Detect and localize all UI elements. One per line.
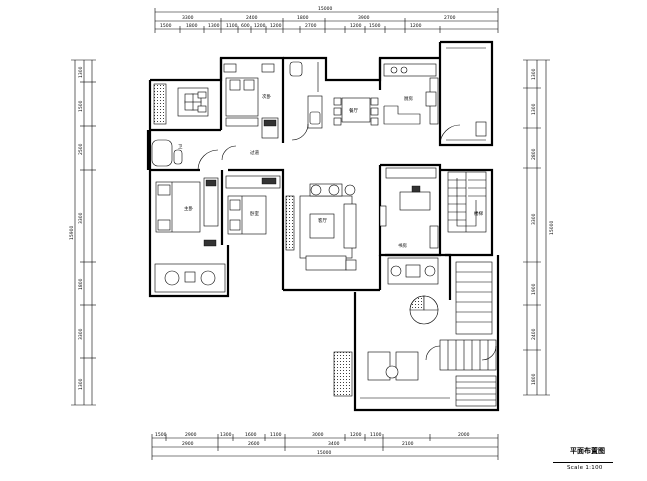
- bedroom-3-room: 卧室: [203, 175, 281, 247]
- left-dim: 3300: [78, 328, 84, 340]
- top-sub-dim: 1200: [350, 23, 362, 29]
- bath-room: 卫: [151, 139, 219, 171]
- bottom-sub-dim: 3400: [328, 441, 340, 447]
- left-dim: 1300: [78, 66, 84, 78]
- dining-room: 餐厅: [333, 97, 379, 126]
- master-bedroom-room: 主卧: [154, 177, 226, 293]
- walls: [146, 40, 500, 412]
- bottom-total-dim: 15000: [317, 450, 331, 456]
- right-dim: 1300: [531, 103, 537, 115]
- top-dim-2: 2400: [246, 15, 258, 21]
- right-dimension-chain: 15000 1300 1300 2800 3300 1900 2400 1800: [523, 59, 555, 396]
- left-total-dim: 15900: [69, 226, 75, 240]
- bottom-sub-dim: 2900: [182, 441, 194, 447]
- lower-lounge: [333, 257, 497, 407]
- drawing-scale: Scale 1:100: [567, 465, 603, 471]
- top-dim-1: 3300: [182, 15, 194, 21]
- left-dim: 2500: [78, 143, 84, 155]
- top-sub-dim: 1200: [410, 23, 422, 29]
- top-sub-dim: 1500: [369, 23, 381, 29]
- top-sub-dim: 1200: [270, 23, 282, 29]
- bottom-dim: 2000: [458, 432, 470, 438]
- kitchen-room: 厨房: [383, 63, 461, 146]
- right-dim: 1300: [531, 68, 537, 80]
- bottom-dim: 1300: [220, 432, 232, 438]
- study-label: 书房: [398, 242, 407, 249]
- right-total-dim: 15000: [549, 221, 555, 235]
- bottom-dim: 1100: [370, 432, 382, 438]
- top-sub-dim: 1100: [226, 23, 238, 29]
- kitchen-label: 厨房: [404, 95, 413, 102]
- right-dim: 2400: [531, 328, 537, 340]
- right-dim: 1800: [531, 373, 537, 385]
- top-dim-4: 3900: [358, 15, 370, 21]
- bottom-dim: 1500: [155, 432, 167, 438]
- bedroom-3-label: 卧室: [250, 210, 259, 217]
- nook-room: [153, 83, 209, 125]
- drawing-title: 平面布置图: [570, 447, 605, 455]
- bottom-sub-dim: 2100: [402, 441, 414, 447]
- top-sub-dim: 1500: [160, 23, 172, 29]
- top-sub-dim: 600: [241, 23, 250, 29]
- right-dim: 3300: [531, 213, 537, 225]
- top-sub-dim: 2700: [305, 23, 317, 29]
- living-room: 客厅: [285, 183, 357, 271]
- right-dim: 2800: [531, 148, 537, 160]
- dining-label: 餐厅: [349, 107, 358, 114]
- top-total-dim: 15000: [318, 6, 332, 12]
- stair-right: 楼梯: [447, 171, 487, 233]
- corridor-area: 过道: [221, 145, 259, 161]
- left-dimension-chain: 15900 1300 1500 2500 3300 1800 3300 1300: [69, 59, 96, 406]
- top-dimension-chain: 15000 3300 2400 1800 3900 2700 1500 1800…: [154, 6, 499, 33]
- bottom-dimension-chain: 1500 2900 1300 1600 1100 3000 1200 1100 …: [151, 432, 499, 460]
- left-dim: 1500: [78, 100, 84, 112]
- top-sub-dim: 1200: [254, 23, 266, 29]
- bath-label: 卫: [178, 144, 183, 150]
- bottom-dim: 1100: [270, 432, 282, 438]
- master-bedroom-label: 主卧: [184, 205, 193, 212]
- corridor-label: 过道: [250, 149, 259, 156]
- top-sub-dim: 1300: [208, 23, 220, 29]
- bottom-dim: 1200: [350, 432, 362, 438]
- top-dim-3: 1800: [297, 15, 309, 21]
- left-dim: 1800: [78, 278, 84, 290]
- bedroom-2-room: 次卧: [223, 63, 279, 139]
- bottom-dim: 3000: [312, 432, 324, 438]
- top-bathroom: [289, 61, 323, 141]
- balcony-top: [446, 47, 487, 141]
- bottom-dim: 1600: [245, 432, 257, 438]
- top-sub-dim: 1800: [186, 23, 198, 29]
- top-dim-5: 2700: [444, 15, 456, 21]
- bottom-sub-dim: 2600: [248, 441, 260, 447]
- living-label: 客厅: [318, 217, 327, 224]
- bottom-dim: 2900: [185, 432, 197, 438]
- bedroom-2-label: 次卧: [262, 93, 271, 100]
- study-room: 书房: [379, 167, 439, 249]
- left-dim: 3300: [78, 212, 84, 224]
- stair-label: 楼梯: [474, 210, 483, 217]
- left-dim: 1300: [78, 378, 84, 390]
- title-underline: [553, 462, 613, 463]
- right-dim: 1900: [531, 283, 537, 295]
